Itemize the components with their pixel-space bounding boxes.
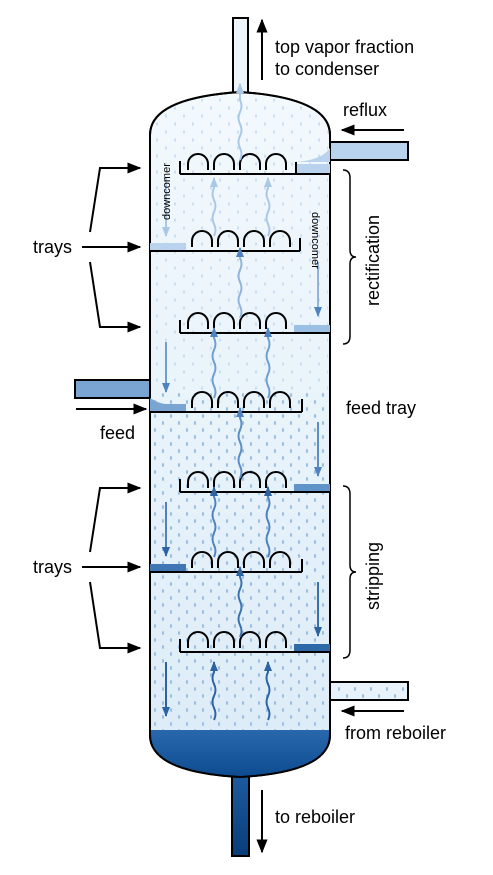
feed-label: feed [100,423,135,443]
rectification-label: rectification [363,215,383,306]
trays-upper-label: trays [33,237,72,257]
tray-1 [179,153,330,175]
tray-6 [150,551,303,573]
bottom-outlet-pipe [231,767,250,857]
feed-tray-label: feed tray [346,398,416,418]
stripping-brace [342,485,357,659]
sump-liquid [150,730,330,777]
stripping-label: stripping [363,542,383,610]
downcomer-arrows [162,178,322,717]
feed-inlet-pipe [74,379,151,399]
tray-5 [179,471,330,493]
tray-7 [179,631,330,653]
to-reboiler-label: to reboiler [275,807,355,827]
trays-upper-pointers [82,162,142,333]
tray-2 [150,230,301,252]
vapor-flow-arrows [210,83,272,721]
reflux-inlet-pipe [329,141,409,161]
top-vapor-label-line2: to condenser [275,59,379,79]
reflux-label: reflux [343,100,387,120]
vapor-droplets-bottom [152,390,328,730]
tray-3 [179,312,330,334]
top-vapor-label-line1: top vapor fraction [275,37,414,57]
trays-lower-pointers [82,482,142,654]
downcomer-label-left: downcomer [161,163,173,220]
trays-lower-label: trays [33,557,72,577]
tray-4-feed [150,391,303,413]
rectification-brace [342,169,357,345]
downcomer-label-right: downcomer [309,212,321,269]
from-reboiler-label: from reboiler [345,723,446,743]
